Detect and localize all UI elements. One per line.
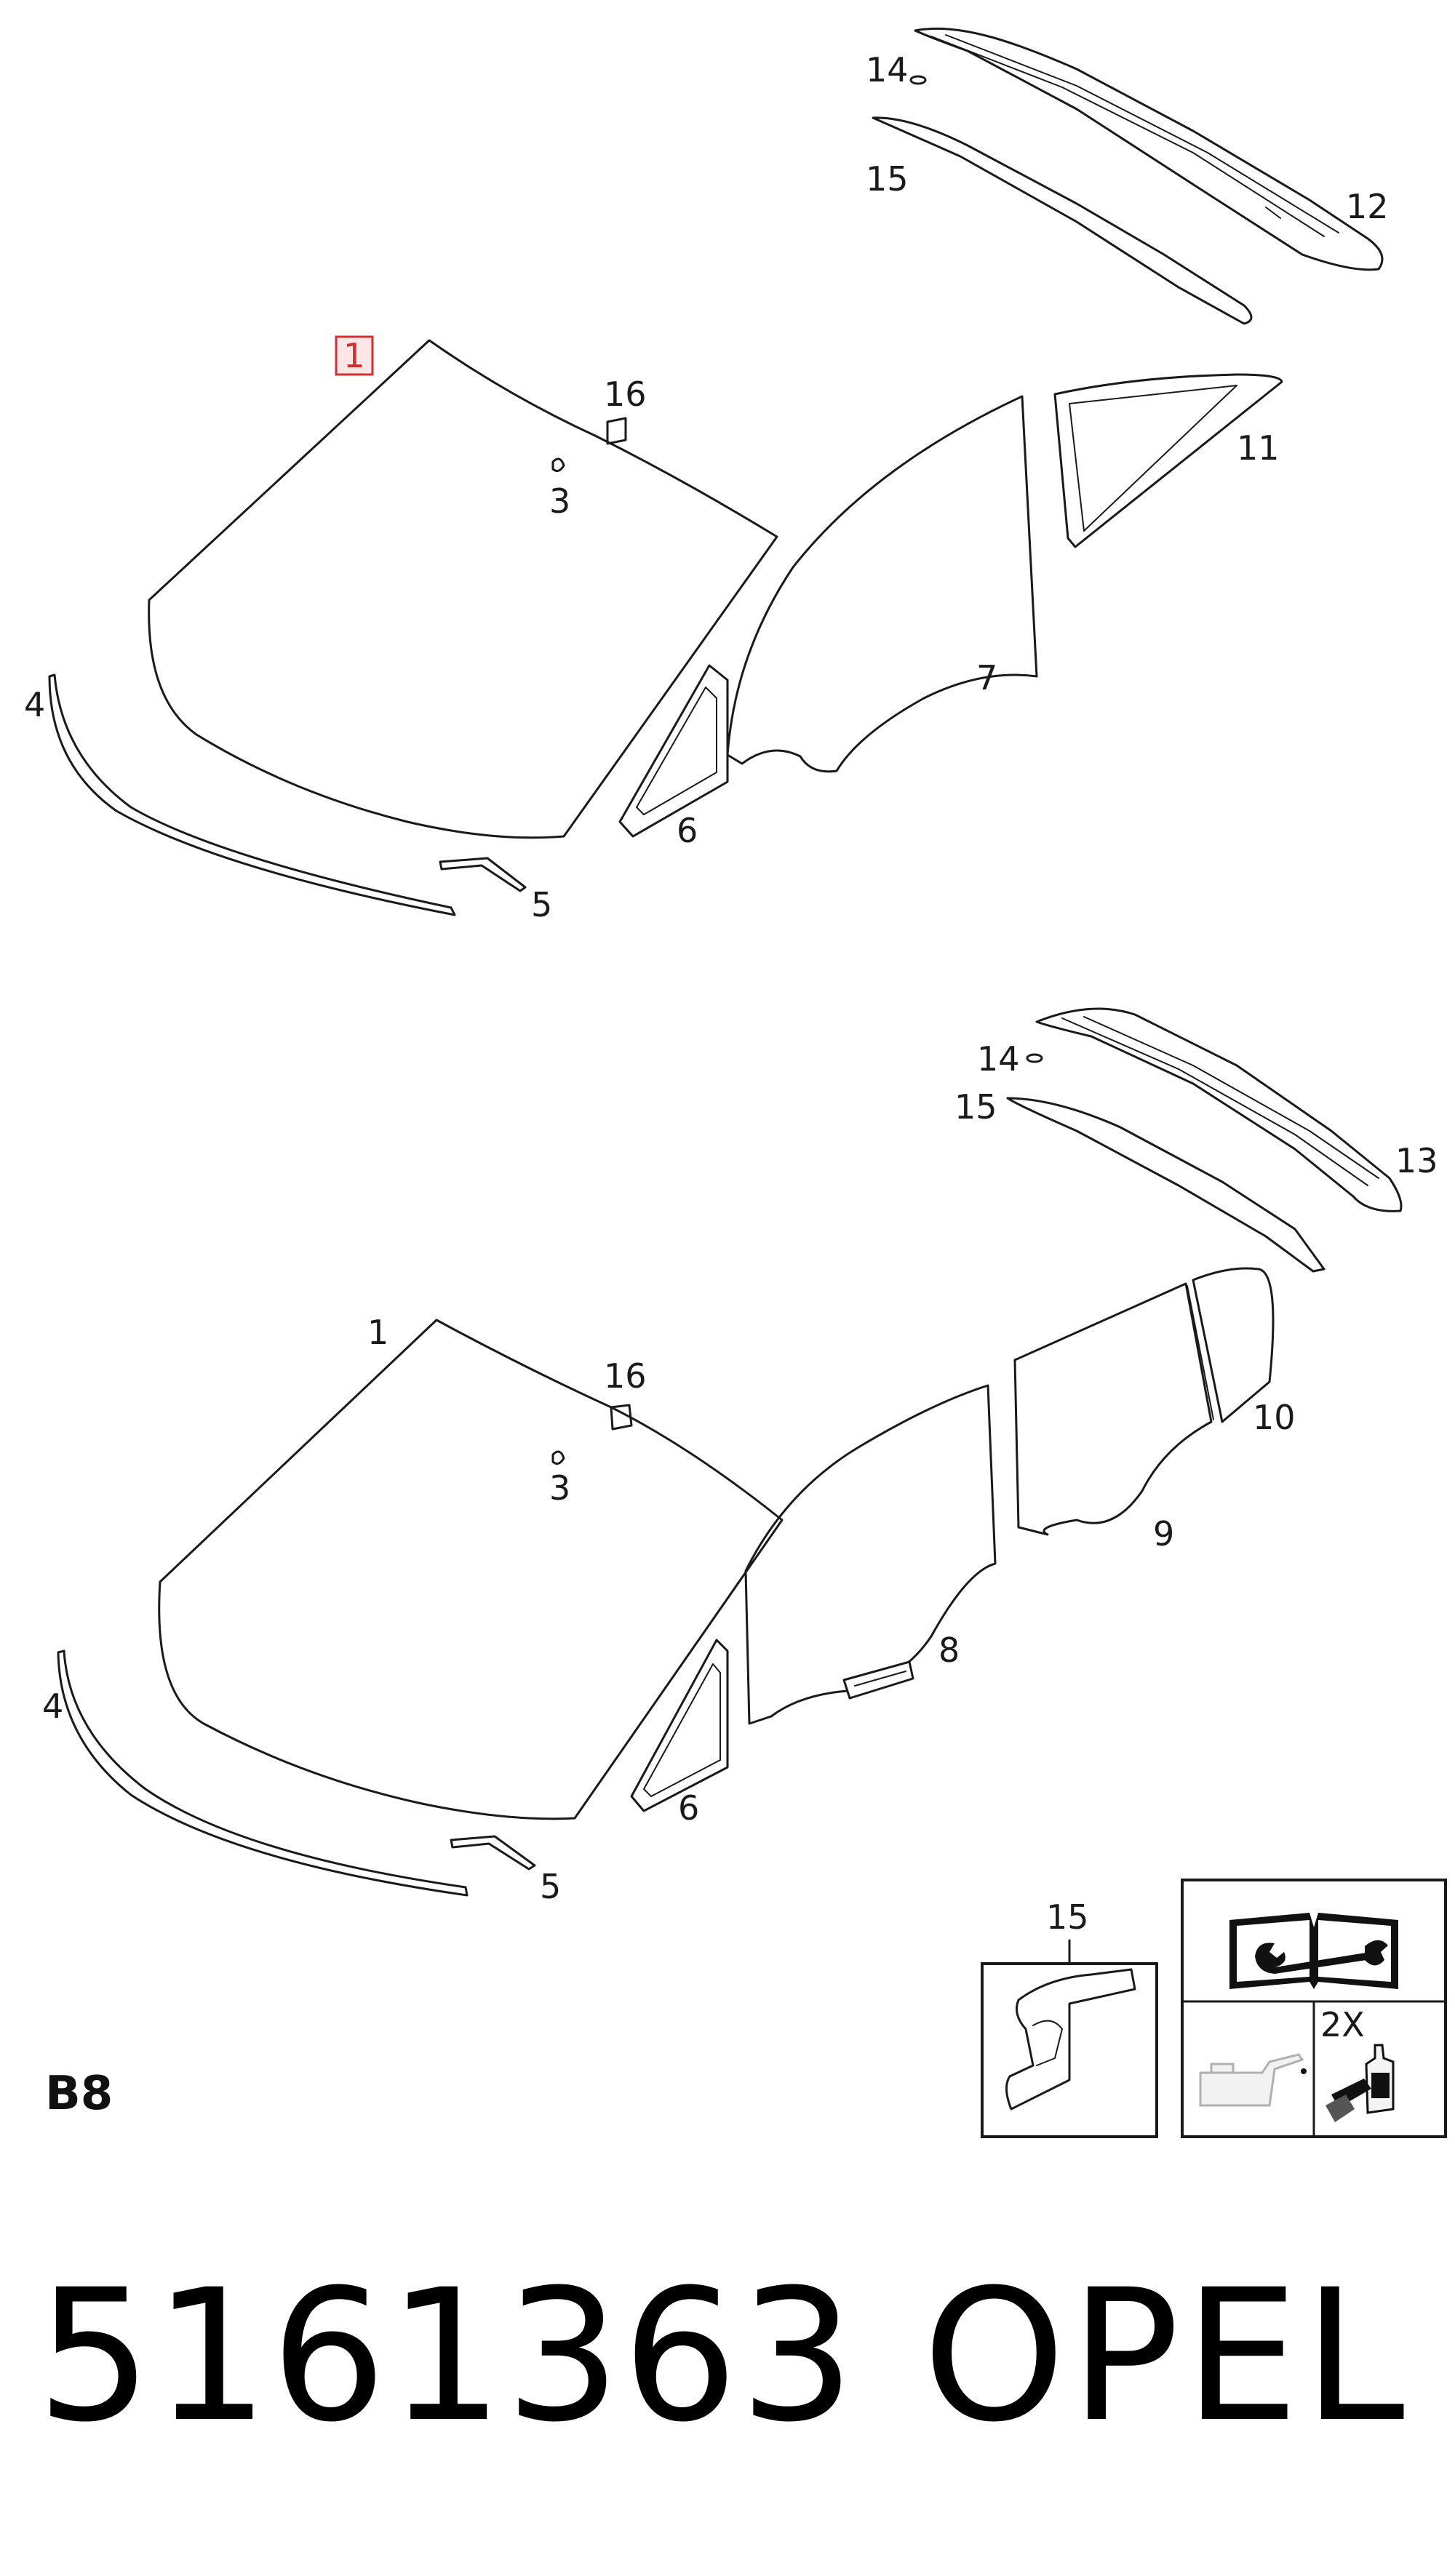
callout-10-lower: 10 bbox=[1253, 1398, 1296, 1437]
pad-part-3-lower bbox=[551, 1450, 565, 1465]
callout-1-upper: 1 bbox=[343, 336, 364, 375]
door-bracket-part-8-lower bbox=[842, 1660, 914, 1700]
callout-9-lower: 9 bbox=[1153, 1514, 1174, 1553]
callout-16-upper: 16 bbox=[604, 375, 647, 414]
seal-detail-box: 15 bbox=[981, 1897, 1158, 2138]
manual-book-icon bbox=[1229, 1913, 1398, 1989]
lower-callouts: 1 16 3 4 5 6 8 9 10 13 14 15 bbox=[42, 1039, 1438, 1906]
pad-part-3-upper bbox=[551, 457, 565, 473]
strip-part-5-upper bbox=[439, 857, 527, 892]
callout-15-lower: 15 bbox=[954, 1087, 997, 1127]
upper-callouts: 1 16 3 4 5 6 7 11 12 14 15 bbox=[24, 50, 1389, 924]
callout-15-upper: 15 bbox=[866, 159, 909, 199]
brand-name: OPEL bbox=[922, 2250, 1409, 2462]
windshield-part-1-lower bbox=[158, 1319, 784, 1820]
part-number: 5161363 bbox=[36, 2250, 857, 2462]
molding-part-4-upper bbox=[48, 673, 456, 916]
clip-part-14-upper bbox=[909, 75, 927, 85]
highlight-box bbox=[335, 335, 374, 376]
rear-window-upper bbox=[914, 27, 1384, 271]
rear-door-glass-part-9-lower bbox=[1013, 1282, 1213, 1536]
molding-part-4-lower bbox=[57, 1649, 469, 1897]
callout-1-lower: 1 bbox=[367, 1313, 388, 1352]
callout-6-lower: 6 bbox=[678, 1788, 699, 1828]
callout-5-lower: 5 bbox=[540, 1867, 561, 1906]
oil-can-icon bbox=[1199, 2053, 1307, 2107]
strip-part-5-lower bbox=[450, 1835, 536, 1871]
vent-glass-part-10-lower bbox=[1192, 1267, 1275, 1423]
service-info-box: 2X bbox=[1181, 1879, 1447, 2138]
callout-5-upper: 5 bbox=[531, 885, 552, 924]
kit-quantity: 2X bbox=[1320, 2005, 1365, 2044]
callout-14-lower: 14 bbox=[977, 1039, 1020, 1079]
callout-6-upper: 6 bbox=[677, 811, 698, 850]
lower-assembly bbox=[57, 1007, 1403, 1897]
mirror-pad-part-16-upper bbox=[606, 417, 627, 445]
clip-part-14-lower bbox=[1026, 1053, 1043, 1063]
section-label: B8 bbox=[45, 2067, 113, 2121]
rear-quarter-part-11-upper bbox=[1053, 373, 1283, 548]
door-glass-part-7-upper bbox=[726, 395, 1038, 773]
callout-3-lower: 3 bbox=[549, 1468, 570, 1508]
callout-11-upper: 11 bbox=[1237, 428, 1280, 468]
detail-callout-15: 15 bbox=[1046, 1897, 1089, 1937]
callout-13-lower: 13 bbox=[1395, 1141, 1438, 1180]
callout-12-upper: 12 bbox=[1346, 187, 1389, 226]
adhesive-bottle-icon: 2X bbox=[1320, 2005, 1395, 2122]
callout-4-upper: 4 bbox=[24, 685, 45, 724]
upper-assembly bbox=[48, 27, 1384, 916]
wrench-icon bbox=[1255, 1940, 1388, 1974]
callout-14-upper: 14 bbox=[866, 50, 909, 89]
door-glass-part-8-lower bbox=[744, 1384, 997, 1725]
rear-window-lower bbox=[1035, 1007, 1403, 1212]
callout-4-lower: 4 bbox=[42, 1687, 63, 1726]
callout-3-upper: 3 bbox=[549, 481, 570, 521]
seal-part-15-upper bbox=[872, 116, 1253, 325]
callout-8-lower: 8 bbox=[938, 1631, 960, 1670]
mirror-pad-part-16-lower bbox=[610, 1404, 633, 1431]
quarter-glass-part-6-upper bbox=[618, 664, 729, 838]
quarter-glass-part-6-lower bbox=[630, 1639, 729, 1812]
callout-16-lower: 16 bbox=[604, 1356, 647, 1396]
callout-7-upper: 7 bbox=[976, 658, 997, 697]
windshield-part-1-upper bbox=[148, 339, 778, 839]
seal-part-15-lower bbox=[1006, 1097, 1326, 1273]
